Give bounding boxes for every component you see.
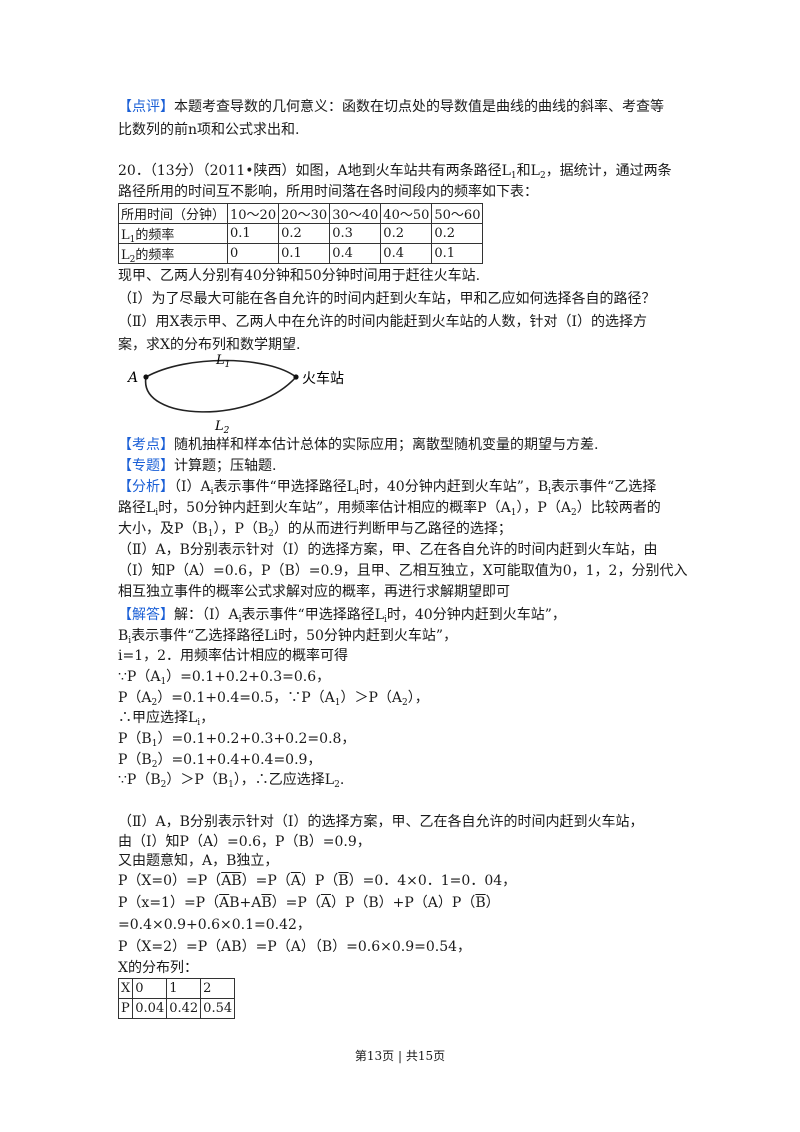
table-cell: 0.1 (278, 243, 331, 264)
table-cell: 0.1 (431, 243, 484, 264)
kaodian-line: 【考点】随机抽样和样本估计总体的实际应用；离散型随机变量的期望与方差. (118, 437, 599, 453)
path-l1-curve (145, 359, 297, 378)
table-cell: 30～40 (329, 203, 382, 224)
fenxi-line-4: （Ⅱ）A，B分别表示针对（Ⅰ）的选择方案，甲、乙在各自允许的时间内赶到火车站，由 (118, 542, 658, 558)
fenxi-line-1: 【分析】（Ⅰ）Ai表示事件“甲选择路径Li时，40分钟内赶到火车站”，Bi表示事… (118, 479, 657, 497)
zhuanti-tag: 【专题】 (118, 458, 174, 474)
label-a: A (126, 370, 138, 386)
jieda-part2-line-1: （Ⅱ）A，B分别表示针对（Ⅰ）的选择方案，甲、乙在各自允许的时间内赶到火车站， (118, 814, 644, 830)
jieda-line-1: 【解答】解：（Ⅰ）Ai表示事件“甲选择路径Li时，40分钟内赶到火车站”， (118, 607, 566, 625)
table-row: L2的频率 0 0.1 0.4 0.4 0.1 (117, 243, 484, 265)
frequency-table: 所用时间（分钟） 10～20 20～30 30～40 40～50 50～60 L… (117, 203, 484, 265)
question-2-line-1: （Ⅱ）用X表示甲、乙两人中在允许的时间内能赶到火车站的人数，针对（Ⅰ）的选择方 (118, 314, 648, 330)
zhuanti-line: 【专题】计算题；压轴题. (118, 458, 277, 474)
question-2-line-2: 案，求X的分布列和数学期望. (118, 337, 301, 353)
comment-line-2: 比数列的前n项和公式求出和. (118, 122, 300, 138)
point-a (143, 374, 149, 380)
table-cell: 50～60 (431, 203, 484, 224)
table-cell: 0.4 (329, 243, 382, 264)
fenxi-line-3: 大小，及P（B1），P（B2）的从而进行判断甲与乙路径的选择； (118, 521, 512, 539)
table-cell: 0.2 (431, 223, 484, 244)
jieda-part2-line-7: P（X=2）=P（AB）=P（A）（B）=0.6×0.9=0.54， (118, 939, 472, 955)
jieda-line-7: P（B1）=0.1+0.2+0.3+0.2=0.8， (118, 731, 356, 749)
problem-line-3: 现甲、乙两人分别有40分钟和50分钟时间用于赶往火车站. (118, 268, 481, 284)
table-cell: 所用时间（分钟） (117, 203, 229, 224)
table-cell: 40～50 (380, 203, 433, 224)
table-row: P 0.04 0.42 0.54 (117, 998, 236, 1019)
table-cell: 0.3 (329, 223, 382, 244)
jieda-tag: 【解答】 (118, 607, 174, 623)
table-row: L1的频率 0.1 0.2 0.3 0.2 0.2 (117, 223, 484, 245)
path-l2-curve (145, 376, 297, 413)
kaodian-tag: 【考点】 (118, 437, 174, 453)
jieda-part2-line-3: 又由题意知，A，B独立， (118, 853, 279, 869)
label-l2: L2 (214, 419, 230, 434)
jieda-line-5: P（A2）=0.1+0.4=0.5，∵P（A1）＞P（A2）， (118, 690, 429, 708)
fenxi-line-6: 相互独立事件的概率公式求解对应的概率，再进行求解期望即可 (118, 584, 510, 600)
fenxi-tag: 【分析】 (118, 479, 174, 495)
table-cell: 1 (166, 978, 202, 999)
problem-line-2: 路径所用的时间互不影响，所用时间落在各时间段内的频率如下表： (118, 184, 538, 200)
table-cell: 0.4 (380, 243, 433, 264)
comment-text: 本题考查导数的几何意义：函数在切点处的导数值是曲线的曲线的斜率、考查等 (174, 99, 664, 115)
table-cell: 0.54 (200, 998, 236, 1019)
table-cell: 0.04 (132, 998, 168, 1019)
table-cell: L1的频率 (117, 223, 229, 245)
point-station (293, 374, 299, 380)
jieda-part2-line-5: P（x=1）=P（AB+AB）=P（A）P（B）+P（A）P（B） (118, 895, 500, 911)
table-cell: 0.42 (166, 998, 202, 1019)
fenxi-line-5: （Ⅰ）知P（A）=0.6，P（B）=0.9，且甲、乙相互独立，X可能取值为0，1… (118, 563, 688, 579)
table-cell: X (117, 978, 134, 999)
table-cell: L2的频率 (117, 243, 229, 265)
table-cell: 0 (227, 243, 280, 264)
fenxi-line-2: 路径Li时，50分钟内赶到火车站”，用频率估计相应的概率P（A1），P（A2）比… (118, 500, 661, 518)
table-header-row: 所用时间（分钟） 10～20 20～30 30～40 40～50 50～60 (117, 203, 484, 224)
jieda-part2-line-6: =0.4×0.9+0.6×0.1=0.42， (118, 917, 311, 933)
jieda-line-2: Bi表示事件“乙选择路径Li时，50分钟内赶到火车站”， (118, 628, 458, 646)
label-station: 火车站 (302, 370, 344, 387)
jieda-line-9: ∵P（B2）＞P（B1），∴乙应选择L2. (118, 772, 345, 790)
table-cell: 0.2 (278, 223, 331, 244)
jieda-part2-line-8: X的分布列： (118, 960, 198, 976)
comment-tag: 【点评】 (118, 99, 174, 115)
table-cell: P (117, 998, 134, 1019)
jieda-part2-line-4: P（X=0）=P（AB）=P（A）P（B）=0．4×0．1=0．04， (118, 873, 517, 889)
jieda-line-4: ∵P（A1）=0.1+0.2+0.3=0.6， (118, 669, 331, 687)
page-footer: 第13页 | 共15页 (354, 1049, 446, 1063)
table-cell: 0.1 (227, 223, 280, 244)
comment-line-1: 【点评】本题考查导数的几何意义：函数在切点处的导数值是曲线的曲线的斜率、考查等 (118, 97, 664, 117)
route-diagram: A L1 L2 火车站 (126, 353, 344, 434)
question-1: （Ⅰ）为了尽最大可能在各自允许的时间内赶到火车站，甲和乙应如何选择各自的路径？ (118, 291, 656, 307)
jieda-part2-line-2: 由（Ⅰ）知P（A）=0.6，P（B）=0.9， (118, 834, 371, 850)
distribution-table: X 0 1 2 P 0.04 0.42 0.54 (117, 978, 236, 1019)
jieda-line-8: P（B2）=0.1+0.4+0.4=0.9， (118, 752, 322, 770)
jieda-line-3: i=1，2．用频率估计相应的概率可得 (118, 648, 349, 664)
table-row: X 0 1 2 (117, 978, 236, 999)
table-cell: 0.2 (380, 223, 433, 244)
table-cell: 2 (200, 978, 236, 999)
table-cell: 10～20 (227, 203, 280, 224)
table-cell: 20～30 (278, 203, 331, 224)
jieda-line-6: ∴甲应选择Li， (118, 710, 215, 728)
problem-line-1: 20．（13分）（2011•陕西）如图，A地到火车站共有两条路径L1和L2，据统… (118, 163, 672, 181)
table-cell: 0 (132, 978, 168, 999)
label-l1: L1 (215, 353, 230, 370)
